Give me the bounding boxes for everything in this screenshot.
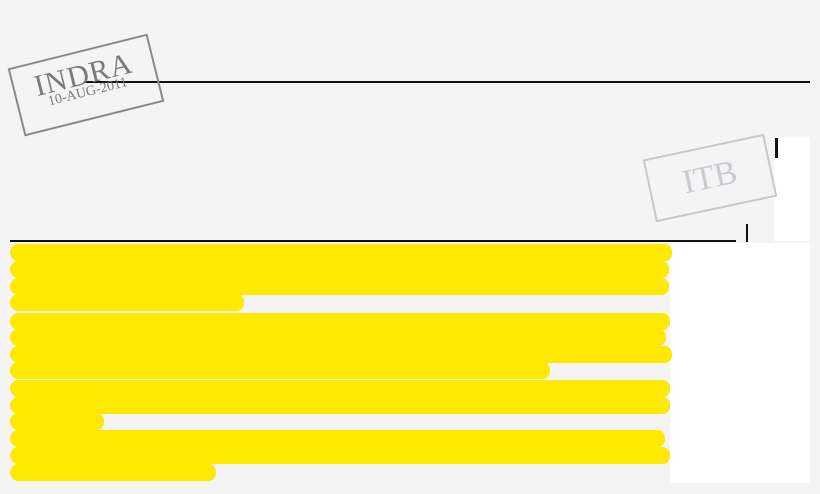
redacted-line — [10, 413, 104, 430]
right-margin-panel — [670, 243, 810, 483]
section-rule — [10, 240, 736, 242]
redacted-line — [10, 447, 670, 464]
redacted-line — [10, 380, 670, 397]
redacted-line — [10, 464, 216, 481]
redacted-line — [10, 397, 670, 414]
redacted-line — [10, 346, 672, 363]
redacted-line — [10, 294, 244, 311]
redacted-line — [10, 244, 672, 261]
itb-stamp-title: ITB — [679, 153, 741, 202]
redacted-line — [10, 261, 669, 278]
vertical-tick-bottom — [746, 224, 748, 242]
right-margin-panel-top — [774, 137, 810, 241]
vertical-tick-top — [775, 138, 778, 158]
indra-stamp: INDRA 10-AUG-2011 — [7, 33, 165, 137]
redacted-line — [10, 278, 669, 295]
redacted-line — [10, 430, 665, 447]
itb-stamp: ITB — [642, 133, 778, 223]
redacted-line — [10, 313, 670, 330]
redacted-line — [10, 362, 550, 379]
redacted-line — [10, 329, 666, 346]
top-rule — [84, 81, 810, 83]
